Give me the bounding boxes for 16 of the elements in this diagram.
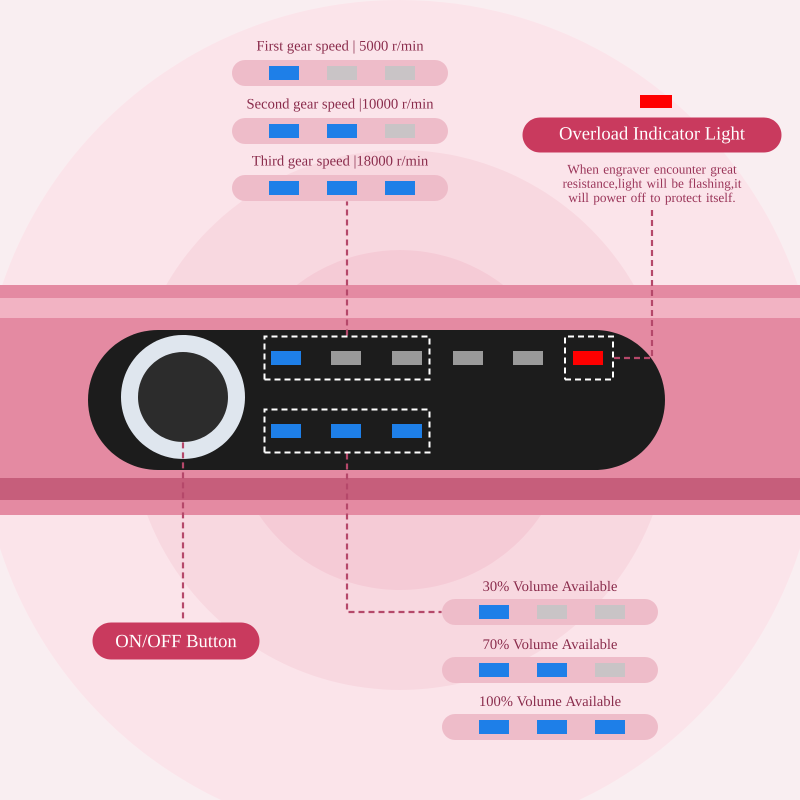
row-heading: 70% Volume Available: [484, 638, 617, 650]
dashed-highlight-box: [564, 336, 614, 380]
dashed-highlight-box: [264, 408, 430, 454]
row-heading: Third gear speed |18000 r/min: [252, 155, 428, 169]
row-heading: First gear speed | 5000 r/min: [256, 40, 424, 54]
label-pill: Overload Indicator Light: [522, 118, 782, 152]
leader-line: [346, 454, 442, 614]
label-pill: ON/OFF Button: [92, 622, 260, 660]
row-heading: Second gear speed |10000 r/min: [247, 98, 434, 112]
dashed-highlight-box: [264, 336, 430, 380]
knob-button: [138, 352, 228, 442]
row-heading: 100% Volume Available: [480, 696, 621, 706]
leader-line: [614, 207, 654, 360]
description-text: When engraver encounter great resistance,light will be flashing,it will power off to protect itself.: [562, 164, 742, 205]
leader-line: [346, 201, 348, 336]
row-heading: 30% Volume Available: [483, 580, 617, 592]
